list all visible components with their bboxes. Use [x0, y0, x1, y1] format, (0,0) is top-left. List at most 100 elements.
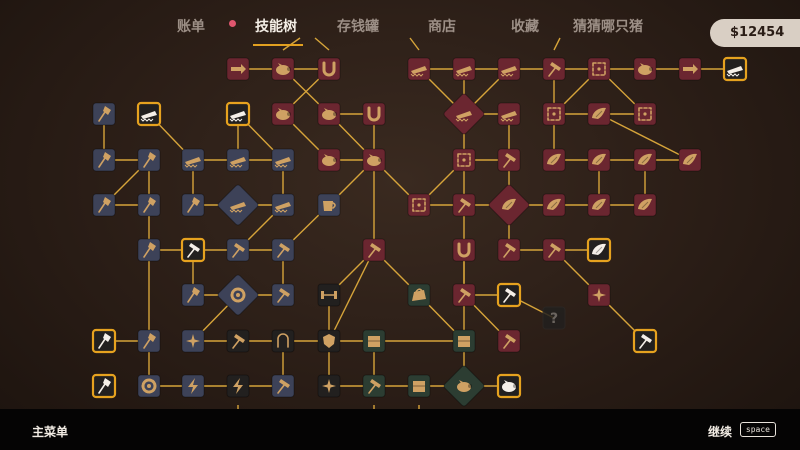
skill-node[interactable]	[317, 329, 341, 353]
skill-node[interactable]	[633, 57, 657, 81]
skill-node[interactable]	[317, 283, 341, 307]
skill-node[interactable]	[362, 238, 386, 262]
skill-node[interactable]	[452, 193, 476, 217]
skill-node[interactable]	[217, 274, 259, 316]
skill-node[interactable]	[497, 102, 521, 126]
skill-node[interactable]	[407, 193, 431, 217]
tab-collection[interactable]: 收藏	[511, 19, 539, 35]
skill-node[interactable]	[633, 148, 657, 172]
skill-node[interactable]	[497, 57, 521, 81]
skill-node[interactable]	[587, 57, 611, 81]
skill-node[interactable]	[225, 101, 251, 127]
tab-piggy-bank[interactable]: 存钱罐	[337, 19, 379, 35]
skill-node[interactable]	[496, 373, 522, 399]
skill-node[interactable]	[497, 148, 521, 172]
skill-node[interactable]	[443, 93, 485, 135]
skill-node[interactable]	[317, 374, 341, 398]
skill-node[interactable]	[542, 238, 566, 262]
skill-node[interactable]	[542, 148, 566, 172]
skill-node[interactable]	[181, 148, 205, 172]
skill-node[interactable]	[226, 374, 250, 398]
skill-node[interactable]	[632, 328, 658, 354]
skill-node[interactable]	[362, 102, 386, 126]
skill-node[interactable]	[587, 283, 611, 307]
skill-node[interactable]	[678, 57, 702, 81]
skill-node[interactable]	[271, 374, 295, 398]
skill-node[interactable]	[91, 328, 117, 354]
skill-node[interactable]	[317, 193, 341, 217]
skill-node[interactable]	[633, 102, 657, 126]
skill-node[interactable]	[271, 102, 295, 126]
skill-node[interactable]	[91, 373, 117, 399]
tab-bills[interactable]: 账单	[177, 19, 205, 35]
skill-node[interactable]	[542, 102, 566, 126]
skill-node[interactable]	[407, 283, 431, 307]
skill-node[interactable]	[317, 102, 341, 126]
skill-node[interactable]	[362, 148, 386, 172]
skill-node[interactable]	[226, 329, 250, 353]
skill-node[interactable]	[362, 329, 386, 353]
tab-skill-tree[interactable]: 技能树	[255, 19, 297, 35]
skill-node[interactable]: ?	[542, 306, 566, 330]
skill-node[interactable]	[180, 237, 206, 263]
skill-node[interactable]	[137, 193, 161, 217]
skill-node[interactable]	[443, 365, 485, 407]
skill-node[interactable]	[92, 102, 116, 126]
dumbbell-icon	[321, 291, 337, 299]
skill-node[interactable]	[452, 329, 476, 353]
tab-guess-pig[interactable]: 猜猜哪只猪	[573, 19, 643, 35]
skill-node[interactable]	[587, 102, 611, 126]
skill-node[interactable]	[136, 101, 162, 127]
saw-icon	[274, 157, 291, 168]
skill-node[interactable]	[271, 57, 295, 81]
tab-shop[interactable]: 商店	[428, 19, 456, 35]
skill-node[interactable]	[137, 374, 161, 398]
continue-button[interactable]: 继续	[707, 425, 732, 439]
skill-node[interactable]	[271, 148, 295, 172]
skill-node[interactable]	[542, 57, 566, 81]
skill-node[interactable]	[362, 374, 386, 398]
skill-node[interactable]	[181, 283, 205, 307]
skill-node[interactable]	[587, 193, 611, 217]
skill-node[interactable]	[452, 238, 476, 262]
hammer-icon	[548, 62, 561, 77]
skill-node[interactable]	[137, 329, 161, 353]
skill-node[interactable]	[317, 148, 341, 172]
skill-node[interactable]	[181, 193, 205, 217]
axe-icon	[143, 197, 156, 213]
skill-node[interactable]	[497, 238, 521, 262]
skill-node[interactable]	[271, 238, 295, 262]
skill-node[interactable]	[181, 329, 205, 353]
skill-node[interactable]	[92, 148, 116, 172]
skill-node[interactable]	[317, 57, 341, 81]
skill-node[interactable]	[678, 148, 702, 172]
skill-node[interactable]	[226, 148, 250, 172]
skill-node[interactable]	[137, 238, 161, 262]
skill-node[interactable]	[542, 193, 566, 217]
skill-node[interactable]	[407, 57, 431, 81]
skill-node[interactable]	[722, 56, 748, 82]
skill-node[interactable]	[497, 329, 521, 353]
skill-node[interactable]	[488, 184, 530, 226]
wing-icon	[592, 107, 606, 119]
skill-node[interactable]	[586, 237, 612, 263]
skill-node[interactable]	[452, 148, 476, 172]
skill-node[interactable]	[92, 193, 116, 217]
hammer-icon	[187, 243, 200, 258]
skill-node[interactable]	[452, 57, 476, 81]
skill-node[interactable]	[587, 148, 611, 172]
skill-node[interactable]	[226, 57, 250, 81]
skill-node[interactable]	[452, 283, 476, 307]
bag-icon	[412, 288, 426, 301]
skill-node[interactable]	[137, 148, 161, 172]
skill-node[interactable]	[496, 282, 522, 308]
skill-node[interactable]	[217, 184, 259, 226]
skill-node[interactable]	[226, 238, 250, 262]
main-menu-button[interactable]: 主菜单	[32, 425, 69, 439]
skill-node[interactable]	[407, 374, 431, 398]
skill-node[interactable]	[271, 283, 295, 307]
skill-node[interactable]	[271, 329, 295, 353]
skill-node[interactable]	[271, 193, 295, 217]
skill-node[interactable]	[181, 374, 205, 398]
skill-node[interactable]	[633, 193, 657, 217]
